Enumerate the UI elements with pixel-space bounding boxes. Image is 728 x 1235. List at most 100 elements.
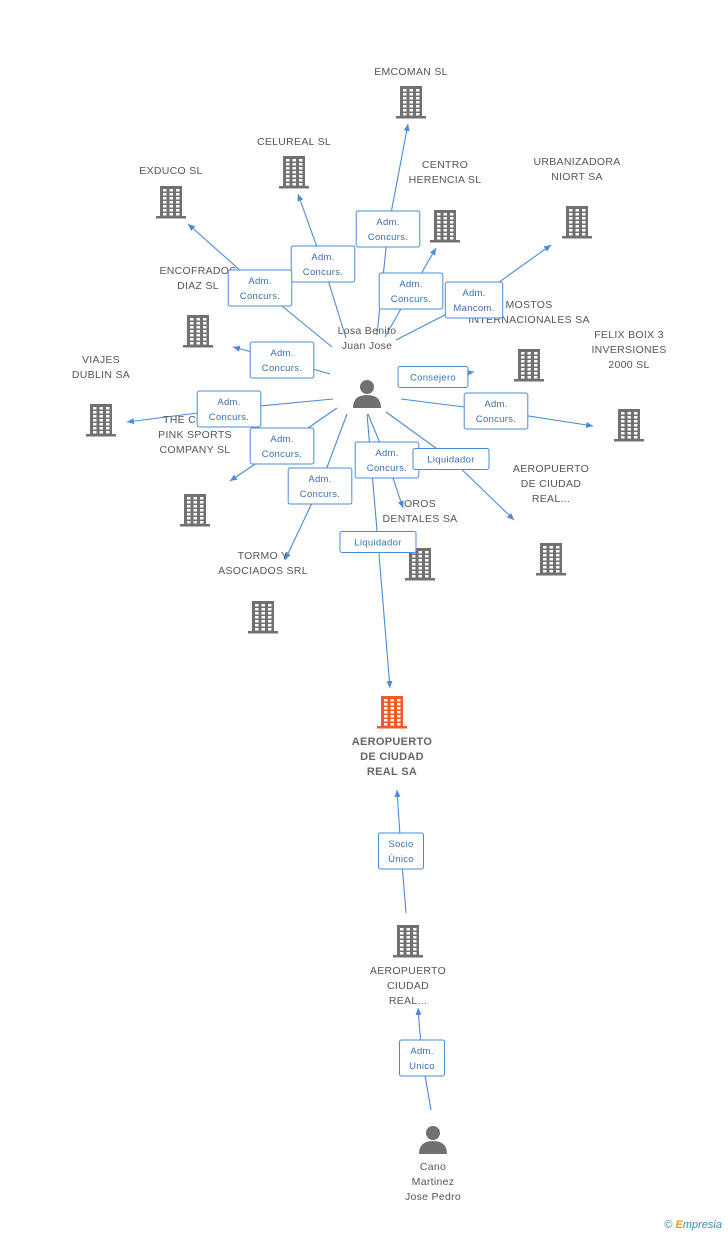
node-label: CENTRO: [422, 159, 468, 171]
node-label: Juan Jose: [342, 340, 393, 352]
edge-label-losa-to-tormo[interactable]: Adm.Concurs.: [287, 467, 353, 505]
node-label: TORMO Y: [238, 550, 289, 562]
node-label: EXDUCO SL: [139, 165, 202, 177]
edge-label-losa-to-urbanizadora[interactable]: Adm.Mancom.: [444, 281, 504, 319]
node-label: REAL...: [532, 493, 570, 505]
brand-name: mpresia: [682, 1219, 722, 1231]
building-icon: [514, 349, 544, 382]
edge-label-text: Unico: [409, 1061, 435, 1072]
node-oros[interactable]: OROS DENTALES SA: [383, 498, 458, 581]
edge-label-box: [463, 392, 529, 430]
edge-label-box: [355, 210, 421, 248]
building-icon: [183, 315, 213, 348]
node-label: DE CIUDAD: [360, 751, 424, 763]
node-label: VIAJES: [82, 354, 120, 366]
edge-label-box: [399, 1039, 445, 1077]
node-label: REAL...: [389, 995, 427, 1007]
node-aeroreal2[interactable]: AEROPUERTO DE CIUDAD REAL...: [513, 463, 589, 576]
building-icon: [614, 409, 644, 442]
edge-label-losa-to-mostos[interactable]: Consejero: [397, 366, 469, 388]
edge-label-text: Concurs.: [476, 414, 516, 425]
node-focus[interactable]: AEROPUERTO DE CIUDAD REAL SA: [352, 696, 433, 778]
building-icon: [405, 548, 435, 581]
node-exduco[interactable]: EXDUCO SL: [139, 165, 202, 219]
brand-watermark: ©Empresia: [664, 1219, 722, 1231]
edge-label-losa-to-colorpink[interactable]: Adm. Concurs.: [249, 427, 315, 465]
edge-label-text: Concurs.: [300, 489, 340, 500]
node-label: DENTALES SA: [383, 513, 458, 525]
edge-label-losa-to-emcoman[interactable]: Adm.Concurs.: [355, 210, 421, 248]
edge-label-losa-to-felix[interactable]: Adm.Concurs.: [463, 392, 529, 430]
edge-label-losa-to-exduco[interactable]: Adm. Concurs.: [227, 269, 293, 307]
person-icon: [353, 380, 381, 408]
edge-label-losa-to-encofrados[interactable]: Adm. Concurs.: [249, 341, 315, 379]
edge-label-losa-to-viajes[interactable]: Adm.Concurs.: [196, 390, 262, 428]
building-icon: [430, 210, 460, 243]
building-icon: [536, 543, 566, 576]
node-label: AEROPUERTO: [352, 736, 433, 748]
node-label: CELUREAL SL: [257, 136, 331, 148]
brand-logo-initial: E: [675, 1219, 683, 1231]
node-label: NIORT SA: [551, 171, 603, 183]
node-label: CIUDAD: [387, 980, 429, 992]
node-label: AEROPUERTO: [513, 463, 589, 475]
node-label: Losa Benito: [338, 325, 397, 337]
node-celureal[interactable]: CELUREAL SL: [257, 136, 331, 189]
building-icon: [180, 494, 210, 527]
edge-label-box: [339, 531, 417, 553]
node-label: OROS: [404, 498, 436, 510]
edge-label-text: Adm.: [248, 276, 271, 287]
edge-labels-layer: Adm. Concurs. Adm. Concurs. Adm. Concurs. Adm.…: [196, 210, 529, 1077]
node-label: Martinez: [412, 1176, 455, 1188]
edge-label-losa-to-oros[interactable]: Adm.Concurs.: [354, 441, 420, 479]
edge-label-text: Concurs.: [240, 291, 280, 302]
edge-label-text: Concurs.: [303, 267, 343, 278]
edge-label-losa-to-centro[interactable]: Adm. Concurs.: [378, 272, 444, 310]
node-label: DE CIUDAD: [521, 478, 582, 490]
edge-label-text: Adm.: [270, 434, 293, 445]
edge-label-text: Adm.: [270, 348, 293, 359]
edge-label-text: Socio: [388, 839, 413, 850]
edge-label-box: [249, 427, 315, 465]
edge-label-text: Concurs.: [262, 449, 302, 460]
edge-label-text: Concurs.: [391, 294, 431, 305]
edge-label-box: [290, 245, 356, 283]
building-icon: [562, 206, 592, 239]
node-label: Cano: [420, 1161, 446, 1173]
edge-label-text: Adm.: [399, 279, 422, 290]
person-icon: [419, 1126, 447, 1154]
node-emcoman[interactable]: EMCOMAN SL: [374, 66, 448, 119]
edge-label-box: [378, 272, 444, 310]
edge-label-box: [227, 269, 293, 307]
edge-label-text: Concurs.: [262, 363, 302, 374]
edge-label-box: [397, 366, 469, 388]
edge-label-losa-to-focus[interactable]: Liquidador: [339, 531, 417, 553]
edge-label-cano-to-aerociudad[interactable]: Adm.Unico: [399, 1039, 445, 1077]
node-aerociudad[interactable]: AEROPUERTOCIUDADREAL...: [370, 925, 446, 1007]
edge-label-box: [378, 832, 424, 870]
edge-label-losa-to-celureal[interactable]: Adm.Concurs.: [290, 245, 356, 283]
edge-label-box: [444, 281, 504, 319]
building-icon: [86, 404, 116, 437]
edge-label-text: Adm.: [462, 288, 485, 299]
node-label: PINK SPORTS: [158, 429, 232, 441]
edge-label-box: [249, 341, 315, 379]
edge-label-losa-to-aeroreal2[interactable]: Liquidador: [412, 448, 490, 470]
node-label: COMPANY SL: [160, 444, 231, 456]
building-icon: [248, 601, 278, 634]
node-label: DIAZ SL: [177, 280, 219, 292]
edge-label-text: Liquidador: [427, 455, 474, 466]
edge-label-text: Liquidador: [354, 538, 401, 549]
edge-label-box: [196, 390, 262, 428]
node-label: REAL SA: [367, 766, 417, 778]
